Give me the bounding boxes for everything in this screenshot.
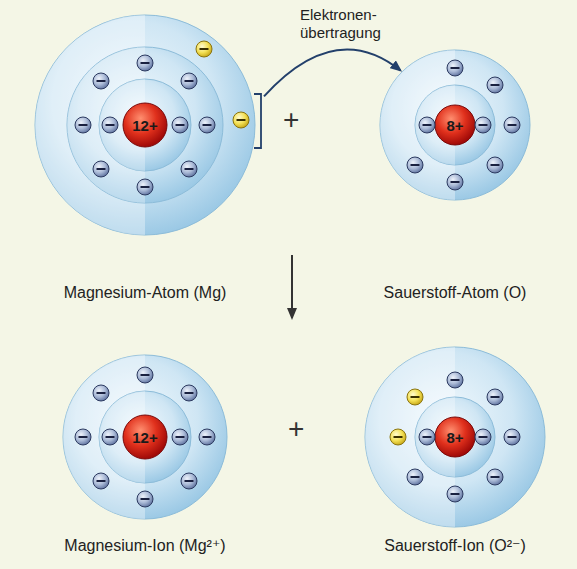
middle-shell [67, 47, 223, 203]
nucleus-charge: 12+ [132, 118, 157, 133]
electron [487, 469, 503, 485]
inner-shell [415, 85, 495, 165]
electron [487, 157, 503, 173]
electron [199, 429, 215, 445]
transferred-electron [390, 429, 406, 445]
electron [137, 367, 153, 383]
nucleus-charge: 8+ [446, 430, 463, 445]
magnesium-atom-figure [35, 15, 261, 235]
oxygen-atom-figure [380, 50, 530, 200]
nucleus [123, 103, 167, 147]
electron [75, 117, 91, 133]
electron [181, 73, 197, 89]
nucleus-charge: 12+ [132, 430, 157, 445]
magnesium-ion-figure [63, 355, 227, 519]
electron [447, 486, 463, 502]
plus-sign: + [288, 413, 304, 445]
bracket [254, 94, 261, 148]
electron [137, 55, 153, 71]
electron [93, 73, 109, 89]
nucleus [123, 415, 167, 459]
transferred-electron [407, 389, 423, 405]
arrow-label: Elektronen- übertragung [300, 6, 396, 42]
electron [475, 117, 491, 133]
electron [172, 117, 188, 133]
electron [407, 469, 423, 485]
outer-shell [63, 355, 227, 519]
nucleus [435, 105, 475, 145]
particle-name: Sauerstoff-Atom (O) [384, 283, 527, 303]
nucleus [435, 417, 475, 457]
electron [504, 429, 520, 445]
particle-name: Magnesium-Atom (Mg) [64, 283, 227, 303]
electron [419, 429, 435, 445]
inner-shell [415, 397, 495, 477]
nucleus-circle: 8+ [435, 417, 475, 457]
particle-name: Magnesium-Ion (Mg²⁺) [64, 536, 225, 556]
transferred-electron [196, 41, 212, 57]
electron [419, 117, 435, 133]
electron [199, 117, 215, 133]
nucleus-circle: 12+ [123, 415, 167, 459]
inner-shell [99, 79, 191, 171]
electron [181, 473, 197, 489]
electron [93, 161, 109, 177]
electron [172, 429, 188, 445]
reaction-arrow [291, 255, 293, 318]
transferred-electron [233, 112, 249, 128]
electron [137, 491, 153, 507]
nucleus-circle: 12+ [123, 103, 167, 147]
outer-shell [35, 15, 255, 235]
electron [181, 161, 197, 177]
oxygen-ion-figure [365, 347, 545, 527]
electron [102, 429, 118, 445]
nucleus-circle: 8+ [435, 105, 475, 145]
ion-circle: Magnesium-Ion (Mg²⁺)12+ [63, 355, 227, 519]
nucleus-charge: 8+ [446, 118, 463, 133]
electron [447, 60, 463, 76]
ion-circle: Sauerstoff-Ion (O²⁻)8+ [365, 347, 545, 527]
electron [447, 174, 463, 190]
electron [93, 473, 109, 489]
electron [407, 157, 423, 173]
electron [487, 389, 503, 405]
electron [93, 385, 109, 401]
electron [504, 117, 520, 133]
inner-shell [99, 391, 191, 483]
particle-name: Sauerstoff-Ion (O²⁻) [384, 536, 526, 556]
electron [75, 429, 91, 445]
plus-sign: + [283, 104, 299, 136]
outer-shell [365, 347, 545, 527]
atom-circle: Sauerstoff-Atom (O)8+ [380, 50, 530, 200]
electron [181, 385, 197, 401]
electron [102, 117, 118, 133]
electron [447, 372, 463, 388]
electron [487, 77, 503, 93]
outer-shell [380, 50, 530, 200]
electron [137, 179, 153, 195]
electron [475, 429, 491, 445]
transfer-arrow [264, 49, 401, 96]
atom-circle: Magnesium-Atom (Mg)12+ [35, 15, 255, 235]
